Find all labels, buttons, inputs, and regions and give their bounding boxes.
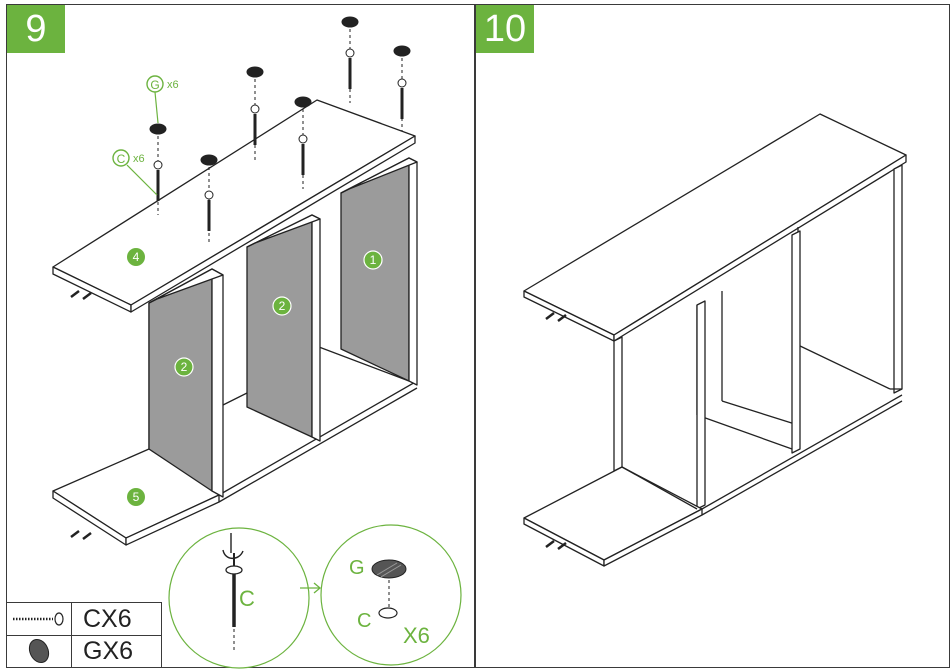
callout-g: G x6 [146, 75, 179, 124]
cam-dowels [70, 290, 92, 540]
parts-list-table: CX6 GX6 [7, 602, 162, 667]
part-number-bottom: 5 [133, 490, 140, 504]
step-number-badge: 9 [7, 5, 65, 53]
callout-c-qty: x6 [133, 153, 145, 165]
step-9-illustration: G x6 C x6 4 5 1 2 2 [52, 16, 462, 669]
part-number-top: 4 [133, 250, 140, 264]
fastener-6 [200, 154, 218, 245]
fastener-4 [294, 96, 312, 189]
step-10-panel: 10 [475, 4, 950, 668]
middle-divider [218, 214, 321, 475]
callout-c-letter: C [117, 152, 126, 166]
detail-arrow [300, 582, 322, 594]
detail-cap-letter: G [349, 557, 365, 579]
screws-and-caps [149, 16, 411, 245]
screwdriver-icon [222, 533, 244, 560]
cap-icon [371, 559, 407, 579]
part-number-divider-b: 2 [181, 360, 188, 374]
left-divider [148, 268, 224, 498]
parts-row-cap: GX6 [7, 635, 161, 667]
right-side-panel [318, 157, 418, 437]
parts-row-screw: CX6 [7, 603, 161, 636]
detail-qty: X6 [403, 623, 430, 648]
part-number-side: 1 [370, 253, 377, 267]
assembled-cabinet [523, 113, 907, 567]
step-number-badge: 10 [476, 5, 534, 53]
fastener-1 [341, 16, 359, 103]
screw-icon [13, 612, 64, 626]
cap-icon [28, 638, 50, 664]
part-markers: 4 5 1 2 2 [127, 248, 383, 506]
detail-cap-screw-letter: C [357, 610, 371, 632]
parts-label-cap: GX6 [83, 637, 134, 665]
bottom-board [52, 380, 418, 546]
parts-label-screw: CX6 [83, 605, 132, 633]
callout-g-qty: x6 [167, 79, 179, 91]
callout-g-letter: G [150, 78, 159, 92]
detail-screw-circle: C [168, 527, 310, 669]
cam-dowels [545, 312, 567, 550]
step-9-panel: 9 [6, 4, 475, 669]
part-number-divider-a: 2 [279, 299, 286, 313]
callout-c: C x6 [112, 149, 158, 196]
detail-cap-circle: G C X6 [320, 524, 462, 666]
step-10-illustration [523, 113, 907, 567]
fastener-3 [246, 66, 264, 160]
fastener-2 [393, 45, 411, 131]
detail-screw-letter: C [239, 586, 255, 611]
fastener-5 [149, 123, 167, 215]
screw-head-icon [378, 607, 398, 619]
